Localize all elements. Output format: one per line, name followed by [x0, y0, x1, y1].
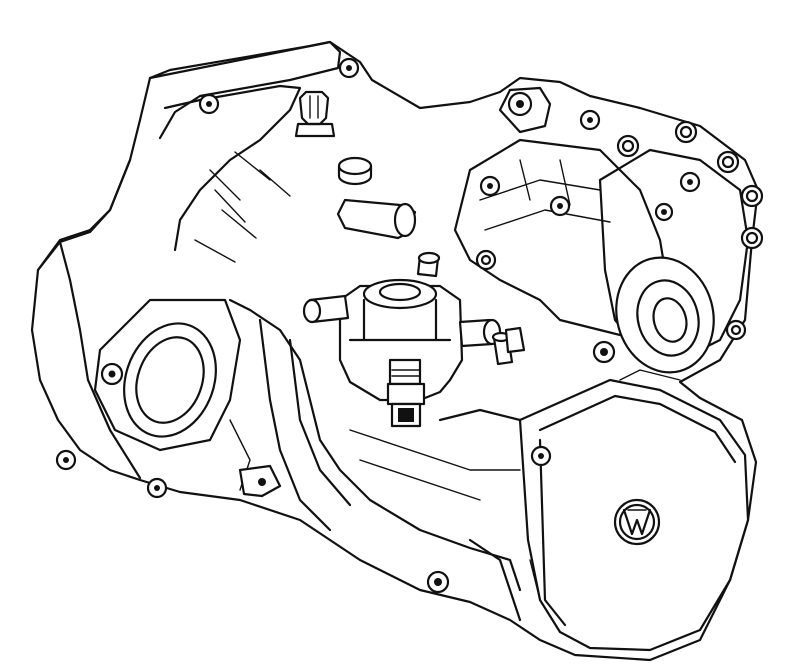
bell-housing-ribs — [194, 151, 291, 263]
shift-housing — [302, 278, 502, 402]
left-mount-bolts — [55, 57, 360, 499]
reverse-switch — [386, 358, 426, 428]
fill-plug — [337, 156, 373, 186]
bell-housing-edge — [36, 158, 142, 480]
right-end-cover — [598, 148, 750, 374]
breather-cap — [294, 90, 336, 138]
lower-mount — [238, 464, 450, 594]
upper-housing-rim — [498, 86, 552, 134]
bell-housing-rim — [163, 84, 302, 252]
sensor-stud — [416, 251, 441, 278]
right-cover-bolts — [475, 91, 764, 364]
upper-housing-ribs — [479, 159, 611, 231]
bell-housing-flange — [148, 40, 342, 140]
lower-right-seam — [438, 408, 522, 622]
vent-tube — [336, 198, 417, 240]
main-case-seam — [228, 298, 522, 592]
breather-pipe — [504, 326, 526, 354]
lower-case-ridge — [258, 318, 352, 532]
vw-logo — [613, 498, 661, 546]
left-drive-flange — [93, 298, 242, 452]
